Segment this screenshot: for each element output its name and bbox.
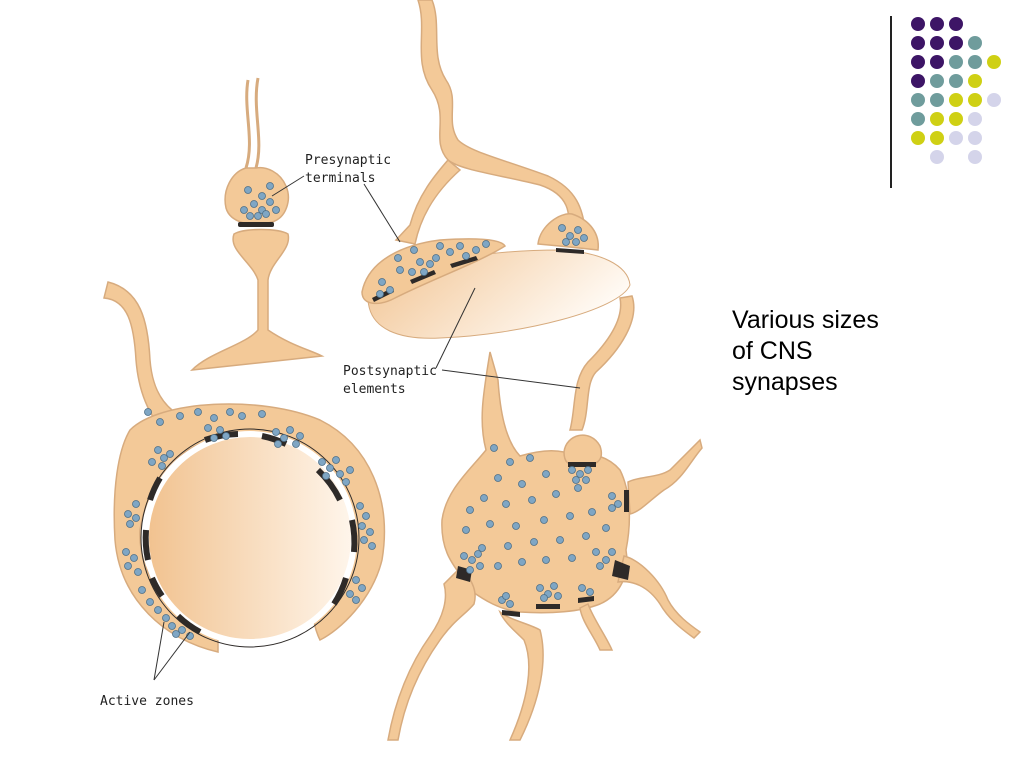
- label-postsynaptic-line1: Postsynaptic: [343, 364, 437, 379]
- complex-active-zones: [456, 462, 630, 617]
- dot-yellow: [968, 74, 982, 88]
- large-presynaptic-axon: [103, 281, 174, 422]
- complex-postsynaptic-bottom: [498, 609, 544, 741]
- caption-line-3: synapses: [732, 368, 838, 396]
- complex-synapse: [387, 295, 703, 741]
- dot-purple: [930, 17, 944, 31]
- medium-axon-stem: [394, 158, 462, 245]
- caption-line-1: Various sizes: [732, 306, 879, 334]
- complex-dendrite-top: [569, 295, 635, 431]
- small-postsynaptic-spine: [189, 228, 325, 371]
- small-vesicles: [240, 182, 280, 220]
- dot-purple: [930, 36, 944, 50]
- complex-postsynaptic-bottom-right: [579, 602, 614, 651]
- complex-postsynaptic-right: [627, 438, 703, 515]
- dot-lavender: [987, 93, 1001, 107]
- dot-teal: [911, 112, 925, 126]
- slide-caption: Various sizes of CNS synapses: [732, 305, 932, 398]
- dot-purple: [911, 17, 925, 31]
- label-active-zones: Active zones: [100, 694, 194, 709]
- dot-yellow: [930, 112, 944, 126]
- label-presynaptic-line2: terminals: [305, 171, 375, 186]
- dot-yellow: [949, 112, 963, 126]
- dot-lavender: [930, 150, 944, 164]
- leader-lines: [153, 175, 581, 681]
- large-synapse: [103, 281, 386, 653]
- dot-purple: [949, 36, 963, 50]
- small-active-zone: [238, 222, 274, 227]
- dot-teal: [968, 36, 982, 50]
- medium-active-zones: [372, 248, 584, 302]
- large-active-zones: [142, 431, 358, 635]
- dot-teal: [911, 93, 925, 107]
- dot-teal: [949, 74, 963, 88]
- label-presynaptic-line1: Presynaptic: [305, 153, 391, 168]
- small-synapse: [189, 77, 325, 371]
- dot-purple: [930, 55, 944, 69]
- dot-lavender: [968, 150, 982, 164]
- complex-postsynaptic-right-lower: [617, 555, 702, 639]
- caption-line-2: of CNS: [732, 337, 813, 365]
- label-postsynaptic-line2: elements: [343, 382, 406, 397]
- dot-purple: [911, 55, 925, 69]
- small-presynaptic-axon: [244, 79, 251, 169]
- complex-postsynaptic-left: [387, 569, 476, 741]
- dot-teal: [930, 93, 944, 107]
- dot-purple: [911, 36, 925, 50]
- dot-yellow: [987, 55, 1001, 69]
- complex-vesicles: [460, 444, 622, 608]
- dot-teal: [968, 55, 982, 69]
- small-presynaptic-axon-inner: [254, 77, 261, 169]
- complex-cell-body: [441, 351, 631, 614]
- medium-axon-branch: [417, 0, 586, 229]
- dot-lavender: [968, 112, 982, 126]
- dot-yellow: [911, 131, 925, 145]
- decorative-dot-grid: [911, 17, 1001, 164]
- dot-purple: [949, 17, 963, 31]
- dot-yellow: [930, 131, 944, 145]
- dot-purple: [911, 74, 925, 88]
- dot-lavender: [968, 131, 982, 145]
- dot-yellow: [968, 93, 982, 107]
- medium-vesicles: [376, 224, 588, 298]
- dot-teal: [949, 55, 963, 69]
- medium-synapse: [361, 0, 631, 339]
- dot-teal: [930, 74, 944, 88]
- divider-line: [890, 16, 892, 188]
- large-vesicles: [122, 408, 376, 640]
- complex-postsynaptic-top: [563, 434, 603, 467]
- dot-yellow: [949, 93, 963, 107]
- dot-lavender: [949, 131, 963, 145]
